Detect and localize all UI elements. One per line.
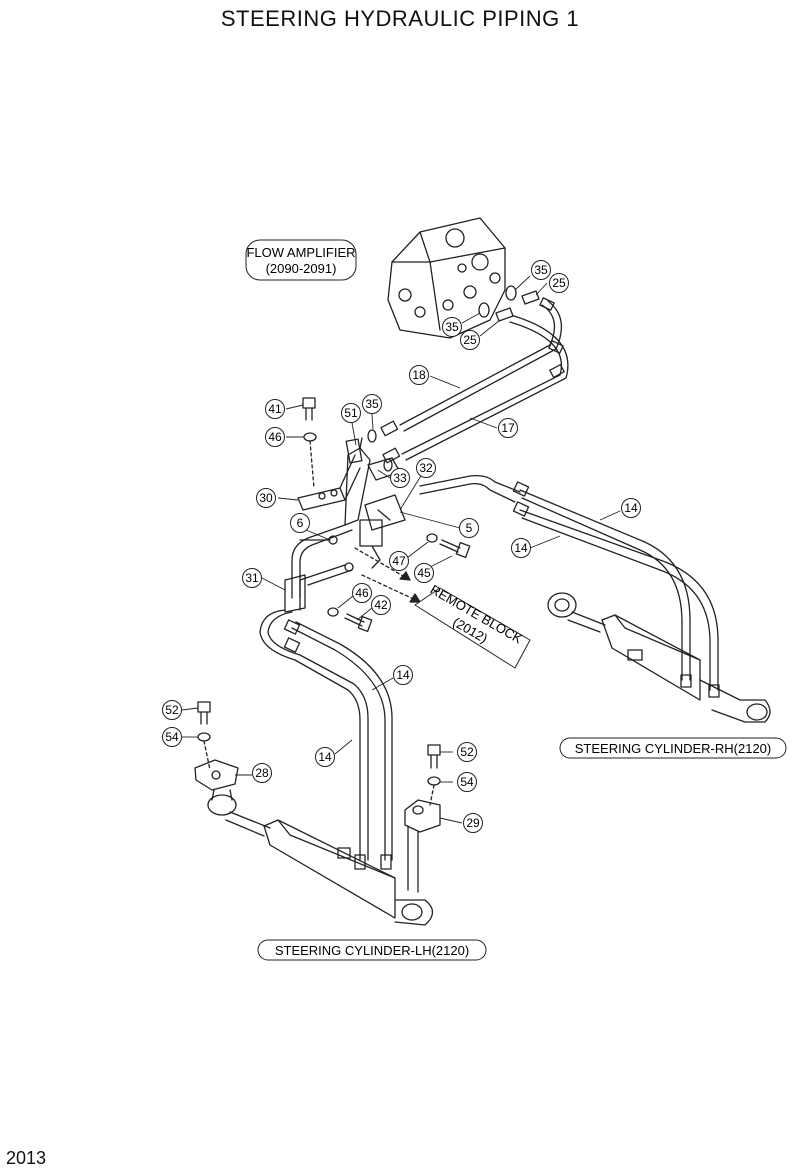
callout-number: 14 [396, 668, 410, 682]
callout-c14d: 14 [315, 747, 335, 767]
flow-amplifier-label: FLOW AMPLIFIER (2090-2091) [245, 239, 357, 281]
callout-c30: 30 [256, 488, 276, 508]
callout-c31: 31 [242, 568, 262, 588]
callout-c54b: 54 [457, 772, 477, 792]
connector-25b [495, 307, 514, 322]
callout-c29: 29 [463, 813, 483, 833]
callout-number: 47 [392, 554, 406, 568]
callout-number: 14 [318, 750, 332, 764]
callout-c14a: 14 [621, 498, 641, 518]
callout-number: 32 [419, 461, 433, 475]
washer-47 [426, 533, 438, 543]
callout-number: 18 [412, 368, 426, 382]
callout-number: 42 [374, 598, 388, 612]
callout-number: 14 [624, 501, 638, 515]
hose-17 [382, 315, 569, 464]
callout-c47: 47 [389, 551, 409, 571]
callout-number: 29 [466, 816, 480, 830]
callout-c32: 32 [416, 458, 436, 478]
callout-c6: 6 [290, 513, 310, 533]
callout-number: 25 [463, 333, 477, 347]
bracket-28 [194, 759, 239, 791]
washer-54b [427, 776, 441, 786]
bolt-41 [302, 397, 316, 421]
callout-c14b: 14 [511, 538, 531, 558]
callout-number: 33 [393, 471, 407, 485]
callout-c18: 18 [409, 365, 429, 385]
callout-number: 46 [268, 430, 282, 444]
callout-number: 6 [297, 516, 304, 530]
callout-number: 28 [255, 766, 269, 780]
washer-46a [303, 432, 317, 442]
bolt-45 [439, 539, 471, 558]
bolt-42 [344, 613, 373, 632]
washer-54a [197, 732, 211, 742]
cylinder-rh-label: STEERING CYLINDER-RH(2120) [559, 737, 787, 759]
cylinder-lh-label: STEERING CYLINDER-LH(2120) [257, 939, 487, 961]
svg-text:FLOW AMPLIFIER: FLOW AMPLIFIER [246, 245, 355, 260]
callout-number: 17 [501, 421, 515, 435]
callout-number: 41 [268, 402, 282, 416]
callout-number: 35 [534, 263, 548, 277]
callout-number: 25 [552, 276, 566, 290]
callout-number: 54 [165, 730, 179, 744]
o-ring-35d [383, 458, 393, 472]
callout-c28: 28 [252, 763, 272, 783]
callout-c52a: 52 [162, 700, 182, 720]
callout-c35b: 35 [442, 317, 462, 337]
remote-block-label: REMOTE BLOCK (2012) [414, 582, 531, 669]
o-ring-35b [478, 302, 490, 318]
callout-number: 52 [165, 703, 179, 717]
callout-number: 35 [365, 397, 379, 411]
callout-c5: 5 [459, 518, 479, 538]
callout-number: 31 [245, 571, 259, 585]
steering-cylinder-rh [547, 592, 771, 723]
callout-c35c: 35 [362, 394, 382, 414]
o-ring-35c [367, 429, 377, 443]
callout-c46b: 46 [352, 583, 372, 603]
svg-text:(2090-2091): (2090-2091) [266, 261, 337, 276]
callout-number: 46 [355, 586, 369, 600]
callout-c14c: 14 [393, 665, 413, 685]
callout-number: 35 [445, 320, 459, 334]
page-number: 2013 [6, 1148, 47, 1168]
callout-c33: 33 [390, 468, 410, 488]
clamp-31 [284, 574, 306, 613]
steering-cylinder-lh [207, 789, 434, 926]
o-ring-35a [505, 285, 517, 301]
callout-number: 45 [417, 566, 431, 580]
callout-number: 30 [259, 491, 273, 505]
callout-c52b: 52 [457, 742, 477, 762]
callout-c46a: 46 [265, 427, 285, 447]
connector-25a [521, 290, 540, 305]
hoses-14-lh [259, 609, 393, 870]
diagram-title: STEERING HYDRAULIC PIPING 1 [220, 6, 580, 31]
washer-46b [327, 607, 339, 617]
callout-c51: 51 [341, 403, 361, 423]
callout-number: 54 [460, 775, 474, 789]
callout-c25a: 25 [549, 273, 569, 293]
callout-c41: 41 [265, 399, 285, 419]
callout-number: 5 [466, 521, 473, 535]
flow-amplifier-block [387, 217, 506, 339]
svg-text:STEERING CYLINDER-RH(2120): STEERING CYLINDER-RH(2120) [575, 741, 772, 756]
callout-c45: 45 [414, 563, 434, 583]
callout-number: 14 [514, 541, 528, 555]
bracket-29 [404, 799, 441, 833]
hoses-14-rh [512, 481, 720, 698]
bolt-52b [427, 744, 441, 769]
callout-number: 52 [460, 745, 474, 759]
remote-manifold [344, 437, 406, 569]
bolt-52a [197, 701, 211, 725]
callout-c42: 42 [371, 595, 391, 615]
callout-c35a: 35 [531, 260, 551, 280]
callout-c54a: 54 [162, 727, 182, 747]
callout-c25b: 25 [460, 330, 480, 350]
pipes-5-6 [291, 474, 521, 611]
svg-text:STEERING CYLINDER-LH(2120): STEERING CYLINDER-LH(2120) [275, 943, 469, 958]
hose-18 [380, 297, 563, 437]
callout-c17: 17 [498, 418, 518, 438]
callout-number: 51 [344, 406, 358, 420]
